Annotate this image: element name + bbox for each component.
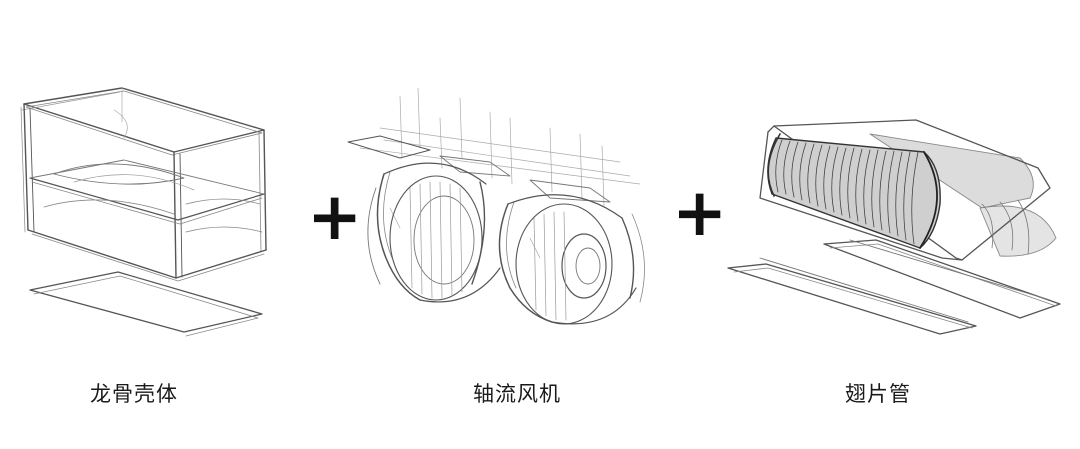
plus-sign-1: + — [307, 178, 363, 255]
label-frame-housing: 龙骨壳体 — [90, 382, 178, 406]
frame-housing-sketch-icon — [14, 82, 274, 342]
plus-sign-2: + — [672, 174, 728, 251]
label-axial-fan: 轴流风机 — [473, 382, 561, 406]
finned-tube-sketch-icon — [720, 108, 1068, 356]
axial-fan-sketch-icon — [340, 88, 660, 338]
label-finned-tube: 翅片管 — [845, 382, 911, 406]
